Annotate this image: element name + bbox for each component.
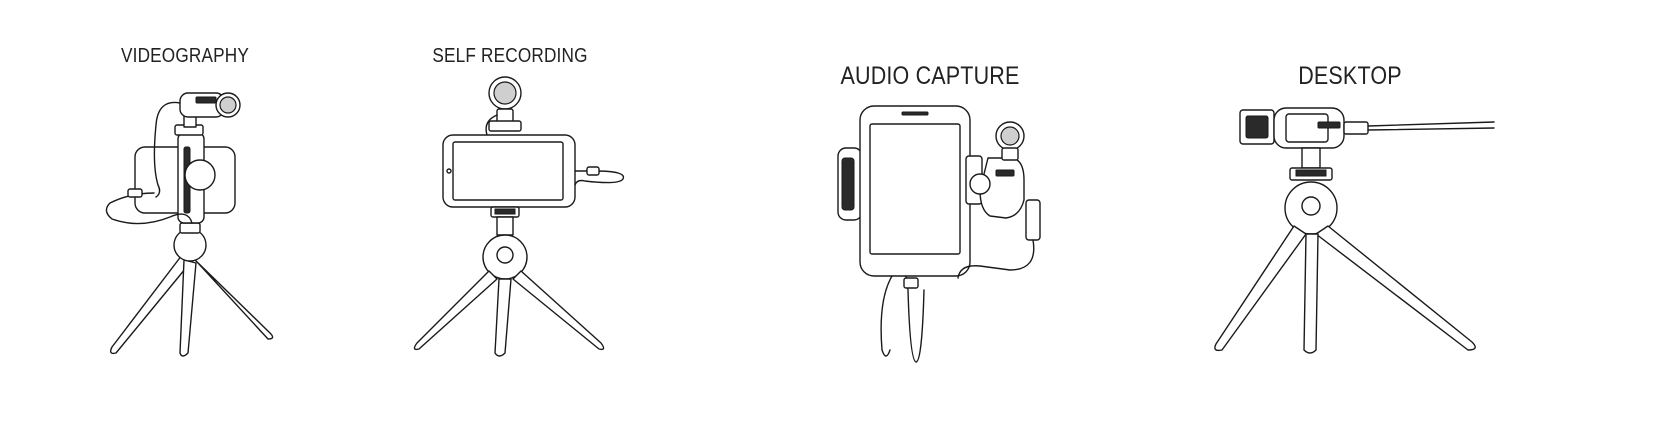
desktop-tripod-icon xyxy=(1210,100,1500,360)
setup-label-audio-capture: AUDIO CAPTURE xyxy=(840,62,1020,90)
setup-label-desktop: DESKTOP xyxy=(1298,62,1402,90)
setup-self-recording: SELF RECORDING xyxy=(400,0,620,426)
setup-desktop: DESKTOP xyxy=(1215,0,1485,426)
audio-capture-phone-icon xyxy=(830,100,1060,370)
videography-tripod-icon xyxy=(100,85,285,365)
self-recording-tripod-icon xyxy=(405,75,625,365)
setup-audio-capture: AUDIO CAPTURE xyxy=(810,0,1050,426)
setup-videography: VIDEOGRAPHY xyxy=(70,0,300,426)
setup-label-videography: VIDEOGRAPHY xyxy=(120,45,250,67)
setup-label-self-recording: SELF RECORDING xyxy=(432,45,588,67)
